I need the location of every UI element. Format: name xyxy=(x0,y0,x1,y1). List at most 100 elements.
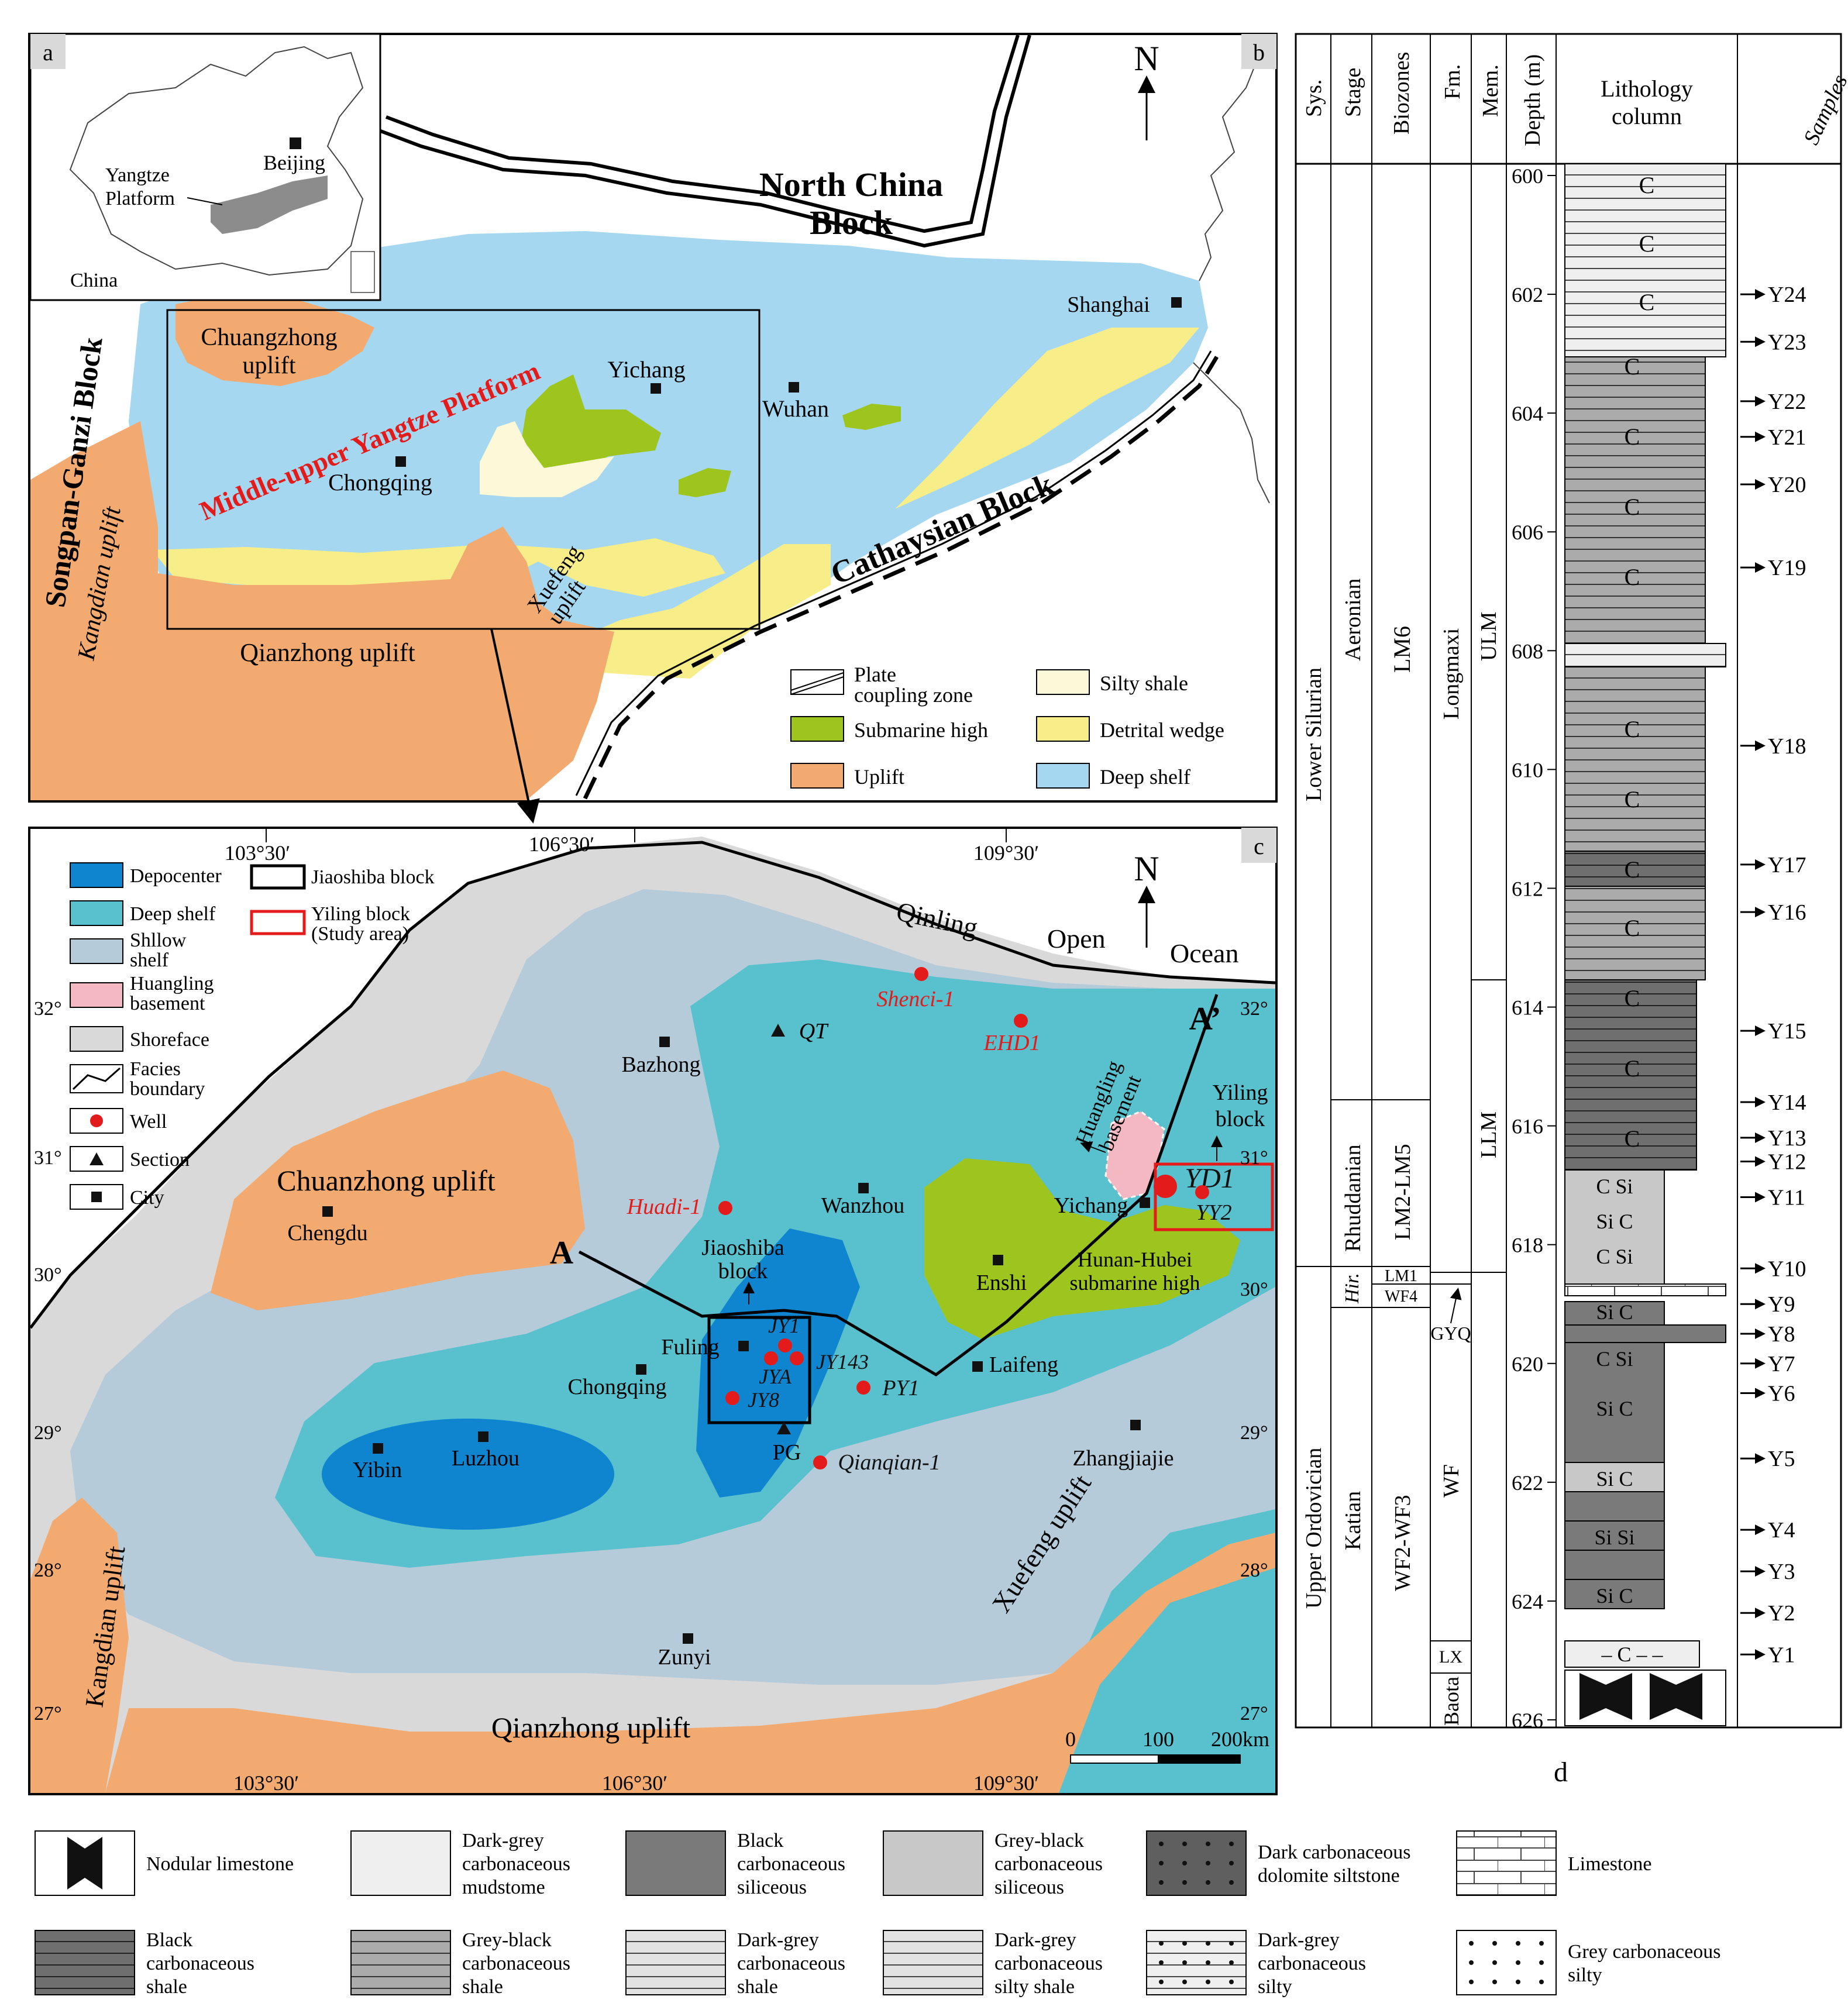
legend-line: shale xyxy=(146,1976,187,1998)
ocean-word: Ocean xyxy=(1170,938,1238,968)
well-marker xyxy=(718,1201,732,1215)
well-marker xyxy=(813,1455,827,1469)
svg-text:Si C: Si C xyxy=(1596,1584,1633,1608)
sample-arrowhead xyxy=(1755,859,1766,870)
well-label: PY1 xyxy=(882,1376,919,1400)
sample-arrowhead xyxy=(1755,1299,1766,1310)
col-header: Fm. xyxy=(1440,64,1465,99)
yiling-box xyxy=(1154,1162,1274,1231)
sys-label: Upper Ordovician xyxy=(1302,1448,1326,1609)
city-marker xyxy=(478,1431,488,1442)
lon-label: 106°30′ xyxy=(529,832,594,856)
col-header: Sys. xyxy=(1302,80,1326,117)
svg-text:C: C xyxy=(1625,353,1640,380)
sample-arrowhead xyxy=(1755,1097,1766,1107)
legend-line: Dark-grey xyxy=(1258,1929,1340,1951)
lat-label: 31° xyxy=(1240,1147,1268,1169)
city-marker xyxy=(858,1183,869,1193)
submarine-high-3 xyxy=(679,468,731,497)
lon-label: 109°30′ xyxy=(973,1771,1039,1795)
legend-b: Plate coupling zone Submarine high Uplif… xyxy=(790,663,1224,789)
city-label: Wuhan xyxy=(762,395,829,422)
biozone-label: LM2-LM5 xyxy=(1391,1144,1415,1240)
plate-coupling-zone xyxy=(583,356,1219,800)
well-marker xyxy=(778,1338,792,1352)
city-label: Chongqing xyxy=(568,1375,667,1399)
depth-tick-label: 610 xyxy=(1512,758,1543,782)
sample-arrowhead xyxy=(1755,1358,1766,1369)
col-header: Stage xyxy=(1341,68,1365,117)
legend-line: Grey carbonaceous xyxy=(1568,1941,1720,1963)
panel-c: c N Qinling Open Ocean 103°30′ 106°30′ 1… xyxy=(28,827,1278,1795)
legend-label: Huangling xyxy=(130,973,214,994)
svg-text:Si Si: Si Si xyxy=(1594,1526,1634,1549)
legend-line: Dark-grey xyxy=(737,1929,819,1951)
svg-text:C: C xyxy=(1625,856,1640,883)
legend-label: coupling zone xyxy=(854,683,973,707)
cities-c: Bazhong Chengdu Wanzhou Yichang Enshi Fu… xyxy=(287,1037,1174,1670)
sample-arrowhead xyxy=(1755,562,1766,573)
lat-labels: 32° 31° 30° 29° 28° 27° 32° 31° 30° 29° … xyxy=(34,998,1268,1725)
well-marker xyxy=(790,1351,804,1365)
beijing-label: Beijing xyxy=(263,151,325,174)
city-label: Zunyi xyxy=(658,1645,711,1670)
uplift-kangdian xyxy=(30,1498,129,1793)
north-china-boundary xyxy=(373,35,1031,248)
depth-tick-label: 602 xyxy=(1512,283,1543,307)
stage-label: Aeronian xyxy=(1341,579,1365,661)
section-marker xyxy=(771,1024,785,1037)
depth-tick-label: 620 xyxy=(1512,1352,1543,1376)
well-label: YD1 xyxy=(1185,1163,1234,1194)
legend-label: Well xyxy=(130,1111,167,1133)
col-header: Lithology xyxy=(1601,75,1693,102)
biozone-label: LM1 xyxy=(1385,1267,1417,1285)
chuangzhong-label-1: Chuangzhong xyxy=(201,324,337,351)
svg-text:C: C xyxy=(1639,230,1655,257)
profile-label-a2: A’ xyxy=(1189,1001,1221,1037)
region-label: submarine high xyxy=(1070,1271,1200,1295)
sample-label: Y8 xyxy=(1768,1322,1795,1347)
svg-text:C: C xyxy=(1625,786,1640,813)
col-header: Mem. xyxy=(1478,64,1503,117)
lat-label: 28° xyxy=(34,1560,62,1581)
lon-bottom: 103°30′ 106°30′ 109°30′ xyxy=(233,1771,1039,1795)
legend-line: Black xyxy=(146,1929,192,1951)
svg-text:C: C xyxy=(1625,424,1640,450)
sample-label: Y5 xyxy=(1768,1447,1795,1471)
legend-line: Black xyxy=(737,1830,783,1851)
well-label: Huadi-1 xyxy=(627,1195,701,1219)
city-label: Shanghai xyxy=(1067,292,1150,317)
city-marker xyxy=(636,1364,646,1375)
city-label: Chengdu xyxy=(287,1221,367,1245)
well-label: JY8 xyxy=(748,1388,779,1412)
legend-label: Depocenter xyxy=(130,865,222,887)
lithology-legend: Nodular limestoneDark-greycarbonaceousmu… xyxy=(35,1830,1720,1998)
depth-tick-label: 600 xyxy=(1512,164,1543,188)
block-label: block xyxy=(718,1259,768,1283)
panel-d-label: d xyxy=(1554,1757,1568,1788)
depth-tick-label: 626 xyxy=(1512,1709,1543,1732)
panel-a-label: a xyxy=(43,39,53,66)
region-label: Hunan-Hubei xyxy=(1078,1248,1192,1271)
sample-arrowhead xyxy=(1755,1263,1766,1274)
lon-label: 109°30′ xyxy=(973,841,1039,865)
depocenter-luzhou xyxy=(322,1419,614,1530)
uplift-kangdian-qianzhong xyxy=(30,421,614,800)
legend-line: carbonaceous xyxy=(462,1853,570,1875)
block-label: Jiaoshiba xyxy=(701,1235,784,1260)
well-label: Shenci-1 xyxy=(877,987,955,1011)
lon-top: 103°30′ 106°30′ 109°30′ xyxy=(225,829,1039,865)
sample-label: Y24 xyxy=(1768,283,1806,307)
well-marker xyxy=(914,967,928,981)
submarine-high-hunan-hubei xyxy=(924,1158,1240,1340)
wells-c: Shenci-1 EHD1 Huadi-1 JY1 JYA JY143 JY8 … xyxy=(627,967,1235,1475)
sample-label: Y14 xyxy=(1768,1090,1806,1115)
sample-label: Y19 xyxy=(1768,556,1806,580)
city-label: Fuling xyxy=(661,1335,719,1359)
svg-text:C: C xyxy=(1625,985,1640,1011)
legend-line: siliceous xyxy=(994,1877,1064,1898)
